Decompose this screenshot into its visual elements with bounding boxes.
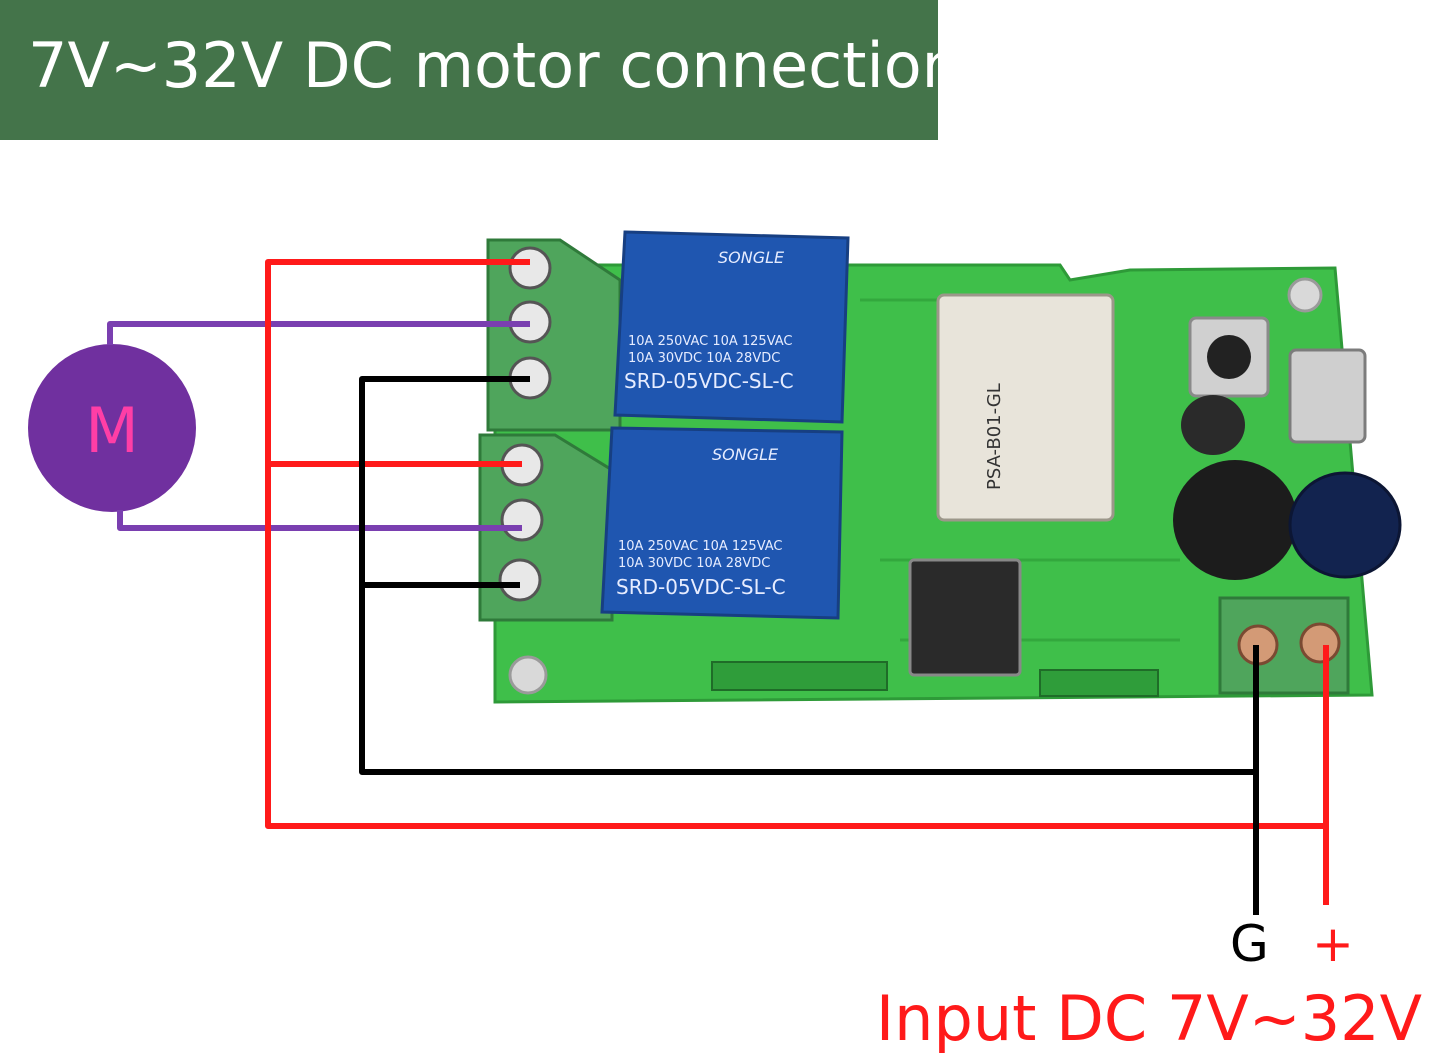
relay-2-rating-2: 10A 30VDC 10A 28VDC — [618, 556, 770, 571]
motor-wire-relay-1 — [107, 321, 530, 345]
usb-port — [1288, 348, 1367, 444]
motor-wire-relay-2 — [117, 510, 522, 531]
capacitor-small — [1181, 395, 1245, 455]
input-voltage-label: Input DC 7V~32V — [875, 982, 1422, 1055]
capacitor-large — [1288, 471, 1402, 579]
terminal-block-relay-1 — [486, 238, 622, 432]
mounting-hole — [1287, 277, 1323, 313]
reset-button-cap — [1207, 335, 1251, 379]
ground-wires — [359, 376, 1259, 915]
voltage-regulator — [908, 558, 1022, 677]
relay-1-rating-1: 10A 250VAC 10A 125VAC — [628, 334, 793, 349]
title-banner: 7V~32V DC motor connection — [0, 0, 961, 140]
motor: M — [28, 344, 196, 512]
motor-body — [28, 344, 196, 512]
positive-terminal-label: + — [1312, 915, 1354, 973]
relay-2-brand: SONGLE — [712, 445, 779, 464]
relay-1-model: SRD-05VDC-SL-C — [624, 369, 794, 393]
motor-wires — [107, 321, 530, 531]
inductor — [1173, 460, 1297, 580]
relay-1: SONGLE 10A 250VAC 10A 125VAC 10A 30VDC 1… — [613, 230, 850, 424]
ground-bus-wire — [359, 376, 1256, 775]
motor-label: M — [85, 394, 139, 467]
relay-1-rating-2: 10A 30VDC 10A 28VDC — [628, 351, 780, 366]
ground-terminal-label: G — [1230, 915, 1269, 973]
wifi-module: PSA-B01-GL — [936, 293, 1115, 522]
relay-2: SONGLE 10A 250VAC 10A 125VAC 10A 30VDC 1… — [600, 426, 844, 620]
header-pins-right — [1039, 669, 1159, 697]
header-pins-left — [711, 661, 888, 691]
wifi-chip-label: PSA-B01-GL — [984, 383, 1005, 490]
page-title: 7V~32V DC motor connection — [28, 29, 961, 102]
positive-wires — [265, 259, 1329, 905]
positive-bus-wire — [265, 259, 1326, 829]
relay-2-rating-1: 10A 250VAC 10A 125VAC — [618, 539, 783, 554]
mounting-hole — [508, 655, 548, 695]
relay-1-brand: SONGLE — [718, 248, 785, 267]
relay-2-model: SRD-05VDC-SL-C — [616, 575, 786, 599]
